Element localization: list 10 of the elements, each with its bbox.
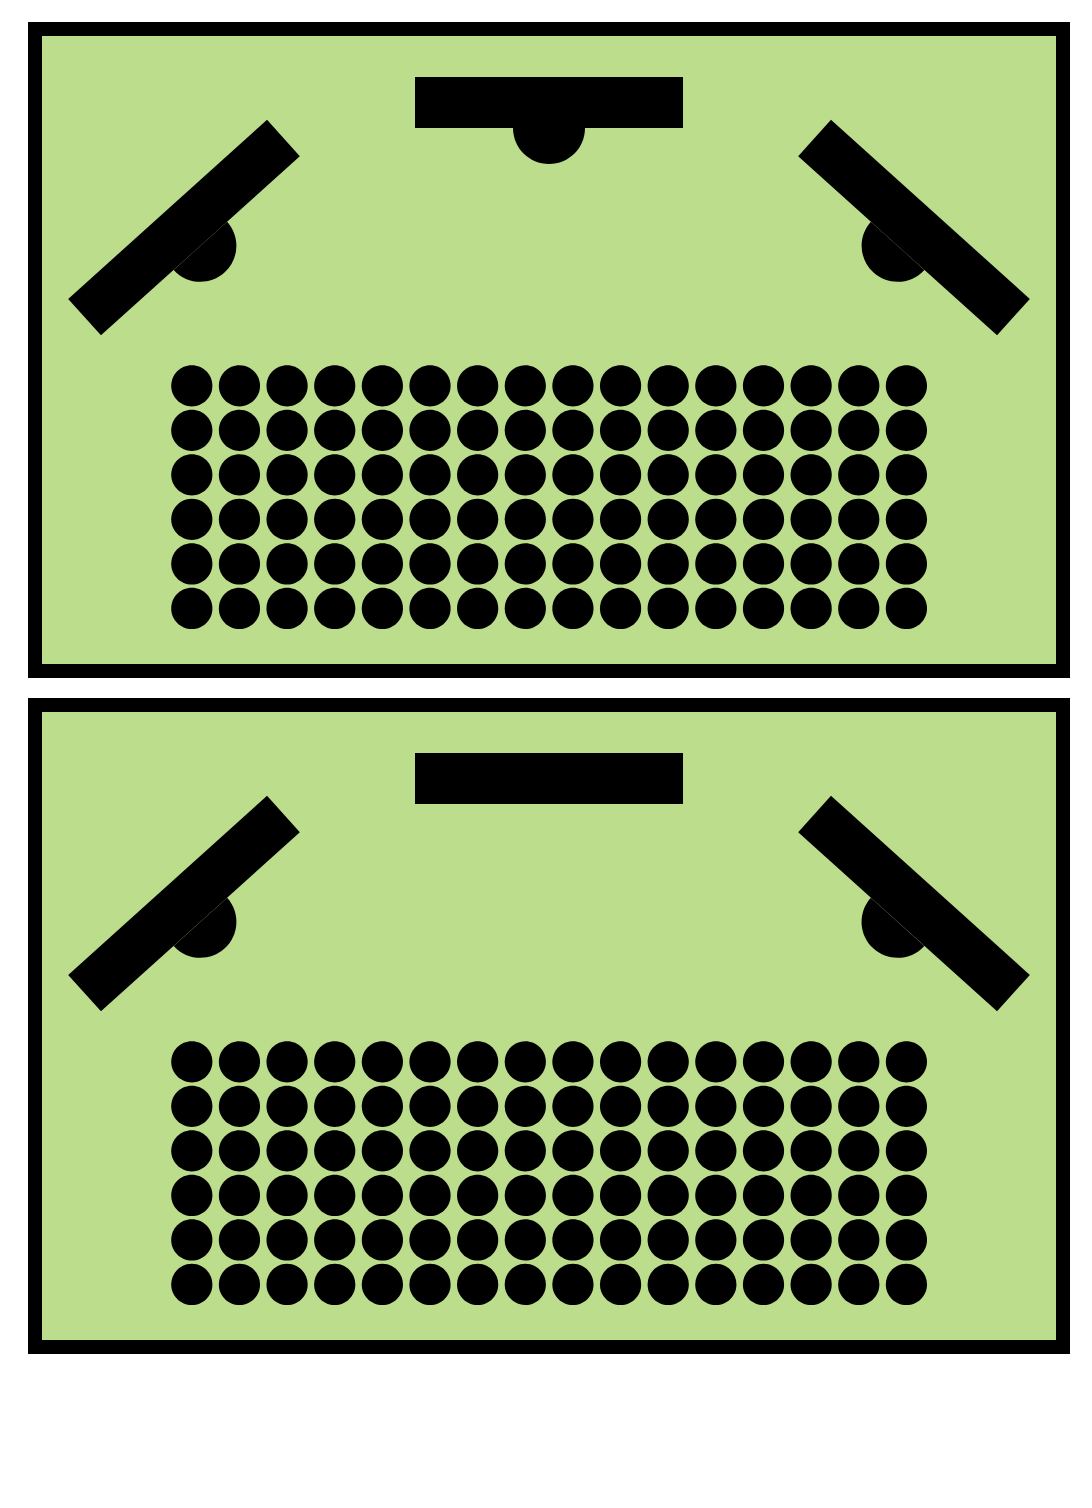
- chair-semicircle: [861, 897, 925, 958]
- table-bar: [68, 119, 300, 336]
- table-bar: [798, 119, 1030, 336]
- chair-semicircle: [861, 221, 925, 282]
- table-bar: [68, 795, 300, 1012]
- table-bar: [798, 795, 1030, 1012]
- chair-semicircle: [173, 897, 237, 958]
- table-bar: [415, 753, 683, 804]
- chair-semicircle: [513, 128, 585, 164]
- chair-semicircle: [173, 221, 237, 282]
